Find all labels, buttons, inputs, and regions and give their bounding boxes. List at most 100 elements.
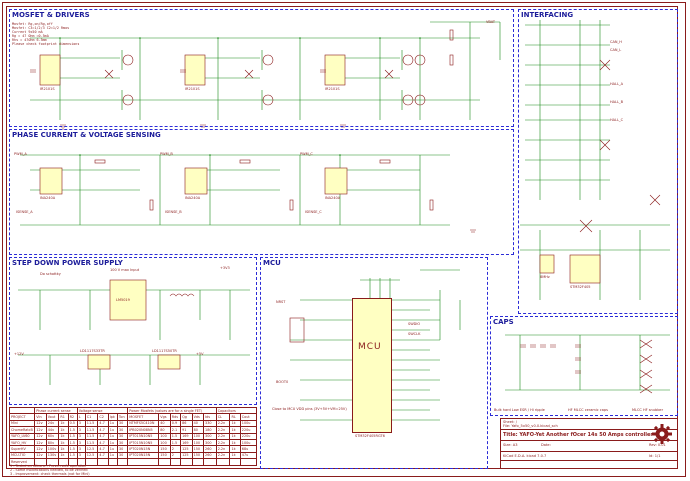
table-cell	[215, 458, 231, 466]
table-cell: 1k	[229, 445, 241, 453]
net-label: VBAT	[486, 20, 496, 24]
caps-snubber-note: MLCC HF snubber	[632, 408, 664, 412]
table-cell: 150	[158, 445, 171, 453]
table-cell: 100	[191, 438, 205, 447]
mcu-block	[260, 257, 488, 469]
table-cell	[67, 458, 78, 466]
mosfet-drivers-block	[9, 9, 514, 127]
table-note: 2 - Some modifications needed, to be ver…	[10, 468, 88, 472]
table-cell: 220u	[239, 426, 258, 434]
table-cell: 12v	[34, 445, 47, 453]
net-label: SWDIO	[408, 322, 421, 326]
table-cell	[191, 458, 205, 466]
table-cell	[169, 458, 182, 466]
table-cell	[116, 458, 129, 466]
table-header: Cout	[239, 413, 258, 421]
table-cell: 100	[158, 438, 171, 447]
table-cell: 12v	[34, 426, 47, 434]
table-cell: 1.5	[67, 438, 78, 447]
table-note: 3 - Improvement: check thermals (not for…	[10, 472, 90, 476]
table-cell: 30	[116, 432, 129, 440]
table-cell: 3	[76, 438, 86, 447]
table-cell: 12v	[34, 432, 47, 440]
table-cell: 30	[116, 419, 129, 428]
net-label: NRST	[276, 300, 286, 304]
amp-ic-label-a: INA240A	[40, 196, 56, 200]
title-block-id: Id: 1/1	[649, 454, 661, 458]
table-cell: 1.5	[67, 426, 78, 434]
project-variants-table: Phase current sense Voltage sense Power …	[8, 406, 258, 466]
table-cell: 125	[180, 451, 193, 460]
title-block-rev: Rev: 0.01	[649, 443, 666, 447]
table-cell: 3	[76, 426, 86, 434]
table-cell: 1.5	[67, 445, 78, 453]
table-cell	[34, 458, 47, 466]
table-cell: 3	[76, 445, 86, 453]
table-row: Reserved	[8, 458, 258, 466]
title-block-tool: KiCad E.D.A. kicad 7.0.7	[503, 454, 547, 458]
net-label: CAN_H	[610, 40, 622, 44]
table-cell	[229, 458, 241, 466]
net-label: HALL_B	[610, 100, 624, 104]
power-supply-title: STEP DOWN POWER SUPPLY	[12, 259, 123, 267]
table-cell	[107, 458, 118, 466]
caps-title: CAPS	[493, 318, 514, 326]
net-label: BOOT0	[276, 380, 289, 384]
table-header: R2	[67, 413, 78, 421]
mcu-decoupling-note: Close to MCU VDD pins (3V+5V+VM=25V)	[272, 407, 347, 411]
ldo2-label: LD1117S50TR	[152, 349, 177, 353]
net-label: +12V	[14, 352, 24, 356]
table-cell: 0.5	[67, 419, 78, 428]
table-group-header: Capacitors	[215, 406, 258, 415]
net-label: PWM_C	[300, 152, 313, 156]
table-cell	[203, 458, 217, 466]
table-cell: 220u	[239, 432, 258, 440]
ldo1-label: LD1117S33TR	[80, 349, 105, 353]
power-in-note: Do schottky	[40, 272, 61, 276]
table-cell: 100	[191, 432, 205, 440]
mcu-chip-label: MCU	[358, 342, 382, 352]
table-cell: 30	[116, 445, 129, 453]
table-cell: 30	[116, 426, 129, 434]
table-cell: 1k	[229, 426, 241, 434]
table-cell: 30	[116, 451, 129, 460]
mcu-title: MCU	[263, 259, 281, 267]
table-header: Qg	[180, 413, 193, 421]
net-label: PWM_A	[14, 152, 27, 156]
table-cell: 150	[158, 451, 171, 460]
table-cell: 4.7	[97, 419, 109, 428]
table-cell: 125	[180, 445, 193, 453]
table-cell: 169	[180, 438, 193, 447]
interfacing-title: INTERFACING	[521, 11, 574, 19]
mcu-chip-ref: STM32F405RGT6	[355, 434, 385, 438]
table-notes: 1 - Tested on silicone - Proven safe ope…	[10, 464, 90, 476]
power-supply-block	[9, 257, 257, 405]
net-label: ISENSE_B	[165, 210, 182, 214]
net-label: +5V	[196, 352, 204, 356]
xtal-label: 8MHz	[540, 275, 550, 279]
driver-ic-label-a: IR2101S	[40, 87, 55, 91]
title-block: Sheet: / File: Yafo_5x50_v0.0.kicad_sch …	[500, 418, 678, 469]
table-cell: 3	[76, 451, 86, 460]
table-cell: 40	[191, 419, 205, 428]
mcu-chip	[352, 298, 392, 433]
table-cell: 100	[158, 432, 171, 440]
table-cell: 30	[116, 438, 129, 447]
table-cell: 1.5	[67, 432, 78, 440]
table-cell: 4.7	[97, 432, 109, 440]
net-label: HALL_A	[610, 82, 624, 86]
caps-block	[490, 316, 678, 416]
drawing-frame-outer	[2, 2, 686, 477]
table-cell: 12v	[34, 419, 47, 428]
amp-ic-label-b: INA240A	[185, 196, 201, 200]
table-cell: 12v	[34, 438, 47, 447]
table-cell	[97, 458, 109, 466]
title-block-file: File: Yafo_5x50_v0.0.kicad_sch	[503, 424, 558, 428]
table-header: Vds	[191, 413, 205, 421]
table-cell: 3	[76, 432, 86, 440]
